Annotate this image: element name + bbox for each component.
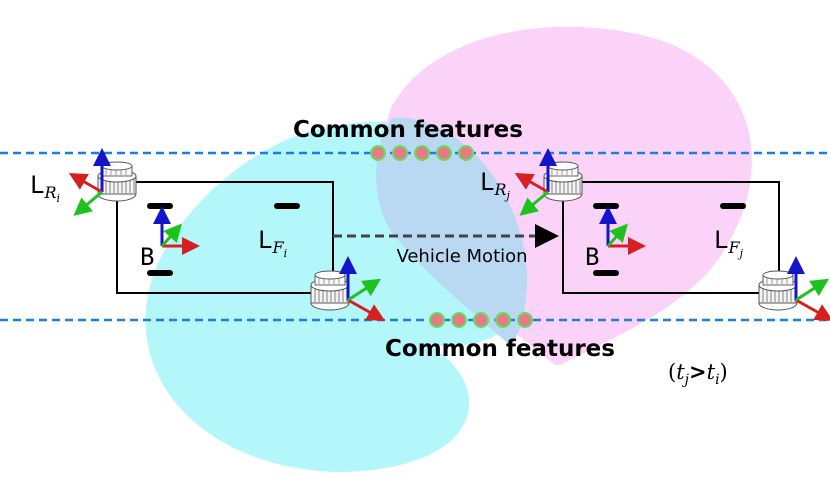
feature-point — [414, 145, 430, 161]
vehicle-j-body — [562, 181, 780, 294]
rear-lidar-label-i: LRi — [30, 171, 60, 205]
feature-point — [429, 312, 445, 328]
feature-point — [495, 312, 511, 328]
front-lidar-label-i: LFi — [258, 226, 287, 260]
feature-point — [473, 312, 489, 328]
feature-point — [392, 145, 408, 161]
body-frame-label-j: B — [585, 243, 599, 271]
front-lidar-sensor-i — [310, 270, 350, 311]
vehicle-i-wheels — [147, 203, 300, 276]
feature-point — [451, 312, 467, 328]
fov-overlap-region — [376, 117, 528, 345]
feature-point — [517, 312, 533, 328]
vehicle-motion-label: Vehicle Motion — [396, 246, 527, 267]
front-lidar-axes-j — [796, 262, 828, 318]
front-lidar-sensor-j — [758, 270, 798, 311]
rear-lidar-label-j: LRj — [480, 168, 511, 202]
feature-point — [458, 145, 474, 161]
body-frame-label-i: B — [140, 243, 154, 271]
rear-lidar-sensor-j — [543, 161, 583, 202]
feature-point — [436, 145, 452, 161]
feature-point — [370, 145, 386, 161]
time-relation-label: (tj>ti) — [668, 360, 728, 388]
common-features-label-top: Common features — [293, 117, 523, 143]
rear-lidar-sensor-i — [97, 161, 137, 202]
common-feature-points-bottom — [429, 312, 533, 328]
vehicle-j-wheels — [593, 203, 746, 276]
front-lidar-label-j: LFj — [714, 226, 744, 260]
common-features-label-bottom: Common features — [385, 336, 615, 362]
common-feature-points-top — [370, 145, 474, 161]
